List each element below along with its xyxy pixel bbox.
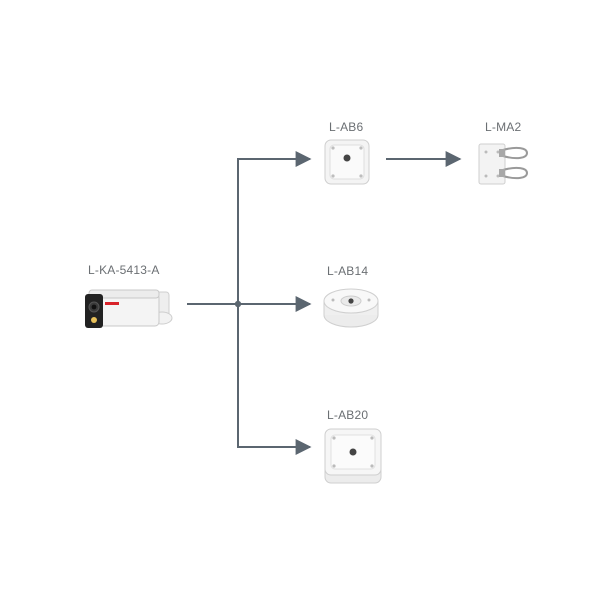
ma2-label: L-MA2	[485, 120, 522, 134]
ab6-label: L-AB6	[329, 120, 364, 134]
ab14-label: L-AB14	[327, 264, 369, 278]
pole-mount-bracket-icon	[473, 138, 529, 193]
round-junction-box-icon	[321, 281, 381, 338]
ab20-label: L-AB20	[327, 408, 369, 422]
camera-label: L-KA-5413-A	[88, 263, 160, 277]
bullet-camera-icon	[83, 286, 179, 337]
square-junction-box-icon	[322, 136, 372, 193]
large-square-junction-box-icon	[321, 425, 385, 492]
